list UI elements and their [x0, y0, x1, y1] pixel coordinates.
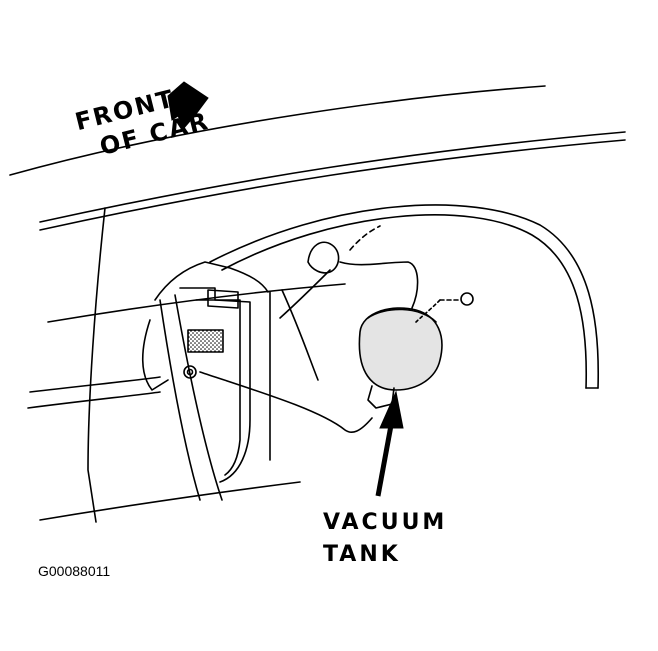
- fender-top-line-outer: [39, 131, 626, 223]
- apron-lower: [141, 319, 169, 391]
- door-edge-line: [87, 207, 106, 523]
- bracket-left: [179, 287, 251, 483]
- vacuum-tank-label: VACUUM TANK: [323, 507, 447, 571]
- bracket-plate: [207, 289, 239, 309]
- bolt-line: [415, 299, 441, 323]
- vacuum-tank-label-line1: VACUUM: [323, 510, 448, 535]
- vacuum-hose-dashed: [349, 225, 381, 251]
- vacuum-tank-body: [358, 307, 443, 391]
- support-strut-2: [281, 289, 319, 381]
- bracket-inner: [195, 299, 241, 476]
- vacuum-tank-label-line2: TANK: [323, 541, 401, 567]
- wheel-arch-outer: [209, 204, 600, 389]
- mounting-block: [187, 329, 224, 353]
- pointer-arrow-icon: [375, 390, 404, 497]
- fender-top-line-inner: [39, 139, 626, 231]
- vacuum-hose: [199, 371, 373, 434]
- support-strut-4: [174, 294, 223, 501]
- hood-edge-line: [9, 85, 546, 176]
- vacuum-hose-run: [339, 261, 419, 309]
- vacuum-hose-upper: [279, 269, 331, 319]
- fastener-inner: [186, 368, 194, 376]
- rocker-line: [39, 481, 301, 521]
- bolt-head: [460, 292, 474, 306]
- lower-body-line: [29, 376, 161, 393]
- vacuum-hose-loop: [307, 241, 340, 274]
- apron-panel: [154, 261, 269, 301]
- wheel-arch-inner: [221, 214, 588, 389]
- body-seam-line: [47, 283, 346, 323]
- fastener: [183, 365, 197, 379]
- support-strut-3: [159, 299, 201, 501]
- vacuum-tank-rim: [367, 308, 437, 323]
- sill-line: [27, 391, 161, 409]
- figure-code: G00088011: [38, 563, 111, 579]
- direction-arrow-icon: [167, 81, 209, 129]
